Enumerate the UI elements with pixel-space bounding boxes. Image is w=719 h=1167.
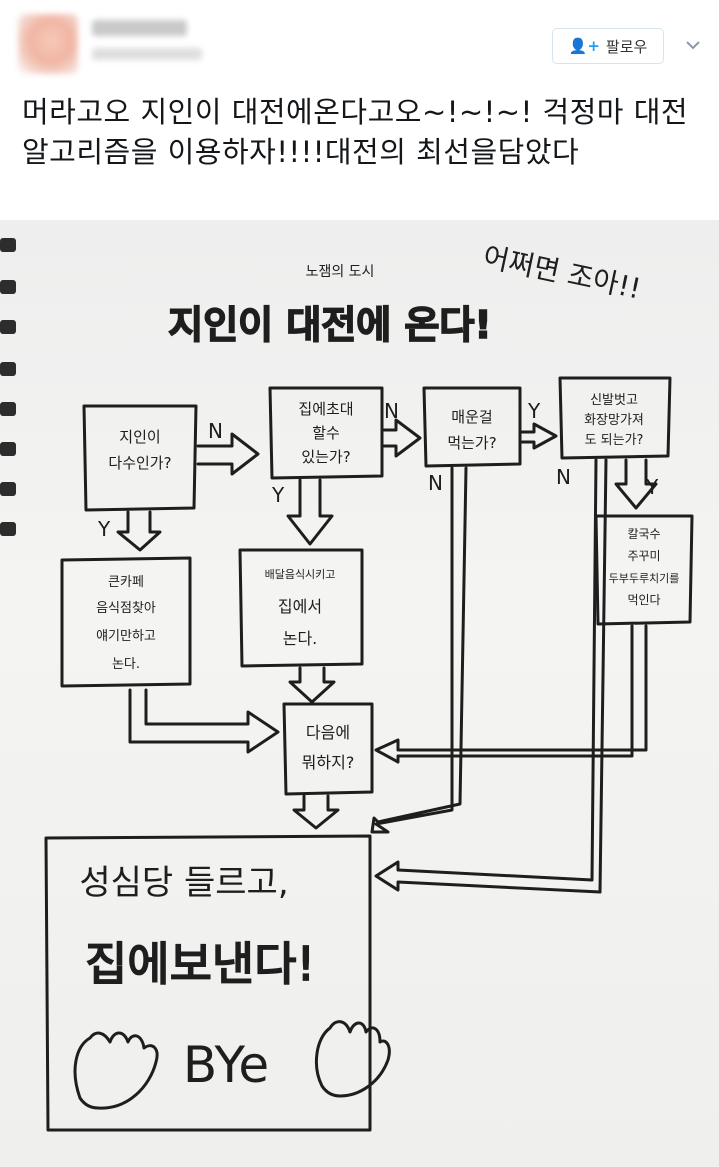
arrow-q1-q2 — [196, 432, 260, 476]
arrow-q2-a2 — [286, 478, 334, 546]
arrow-next-final — [292, 794, 340, 830]
arrow-q1-a1 — [116, 510, 162, 552]
node-final-box — [44, 834, 372, 1132]
label-q1-yes: Y — [97, 517, 111, 541]
q2-line-2: 할수 — [312, 424, 340, 442]
final-line-2: 집에보낸다! — [85, 937, 315, 991]
q4-line-3: 도 되는가? — [585, 433, 644, 448]
node-a1-box — [60, 556, 192, 688]
arrow-q4-a4 — [614, 458, 658, 510]
label-q1-no: N — [208, 419, 223, 443]
display-name-blurred[interactable] — [92, 20, 187, 36]
label-q2-yes: Y — [271, 483, 285, 507]
a1-line-3: 얘기만하고 — [96, 629, 156, 644]
label-q4-yes: Y — [645, 475, 659, 499]
q3-line-2: 먹는가? — [447, 434, 496, 452]
final-line-1: 성심당 들르고, — [79, 863, 288, 903]
arrow-a1-next — [128, 688, 280, 754]
drawing-subtitle: 노잼의 도시 — [306, 264, 375, 280]
drawing-title: 지인이 대전에 온다! — [168, 303, 491, 347]
tweet-photo[interactable]: 노잼의 도시 지인이 대전에 온다! 어쩌면 조아!! 지인이 다수인가? 집에… — [0, 220, 719, 1167]
a2-line-3: 논다. — [283, 629, 318, 648]
a4-line-1: 칼국수 — [627, 527, 660, 541]
node-q4-box — [558, 376, 672, 460]
node-q1-box — [82, 404, 198, 512]
a2-line-2: 집에서 — [278, 597, 322, 616]
node-next-box — [282, 702, 374, 796]
a1-line-1: 큰카페 — [108, 575, 144, 590]
q1-line-1: 지인이 — [119, 428, 160, 446]
a1-line-2: 음식점찾아 — [96, 601, 156, 616]
q4-line-2: 화장망가져 — [584, 413, 644, 428]
a4-line-4: 먹인다 — [627, 593, 660, 607]
q1-line-2: 다수인가? — [108, 454, 171, 472]
user-handle-blurred[interactable] — [92, 48, 202, 60]
q2-line-3: 있는가? — [301, 448, 350, 466]
notebook-binding — [0, 238, 16, 536]
next-line-1: 다음에 — [306, 723, 350, 742]
arrow-a4-next — [374, 624, 648, 764]
follow-label: 팔로우 — [605, 37, 648, 56]
chevron-down-icon[interactable] — [682, 34, 704, 56]
arrow-q3-q4 — [520, 422, 558, 450]
tweet-header: 👤+ 팔로우 — [0, 0, 719, 90]
q3-line-1: 매운걸 — [451, 408, 492, 426]
label-q4-no: N — [556, 465, 571, 489]
add-user-icon: 👤+ — [568, 37, 600, 55]
arrow-q4-final — [374, 458, 608, 894]
next-line-2: 뭐하지? — [302, 753, 355, 772]
label-q3-no: N — [428, 471, 443, 495]
drawing-exclaim: 어쩌면 조아!! — [480, 240, 644, 306]
a1-line-4: 논다. — [112, 657, 140, 672]
a2-line-1: 배달음식시키고 — [265, 568, 336, 581]
q2-line-1: 집에초대 — [298, 400, 353, 418]
a4-line-2: 주꾸미 — [627, 549, 660, 563]
label-q2-no: N — [384, 399, 399, 423]
avatar[interactable] — [18, 14, 78, 74]
node-a2-box — [238, 548, 364, 668]
node-a4-box — [594, 514, 694, 626]
flowchart-drawing: 노잼의 도시 지인이 대전에 온다! 어쩌면 조아!! 지인이 다수인가? 집에… — [0, 238, 694, 1132]
right-hand-doodle — [315, 1020, 391, 1098]
q4-line-1: 신발벗고 — [590, 393, 638, 408]
label-q3-yes: Y — [527, 399, 541, 423]
arrow-q3-final — [370, 466, 468, 834]
arrow-q2-q3 — [382, 418, 422, 458]
a4-line-3: 두부두루치기를 — [609, 572, 680, 585]
final-line-3: BYe — [183, 1036, 269, 1094]
tweet-text: 머라고오 지인이 대전에온다고오~!~!~! 걱정마 대전 알고리즘을 이용하자… — [22, 95, 698, 169]
follow-button[interactable]: 👤+ 팔로우 — [552, 28, 664, 64]
node-q3-box — [422, 386, 522, 468]
arrow-a2-next — [288, 666, 336, 704]
left-hand-doodle — [73, 1031, 159, 1110]
node-q2-box — [268, 386, 384, 480]
